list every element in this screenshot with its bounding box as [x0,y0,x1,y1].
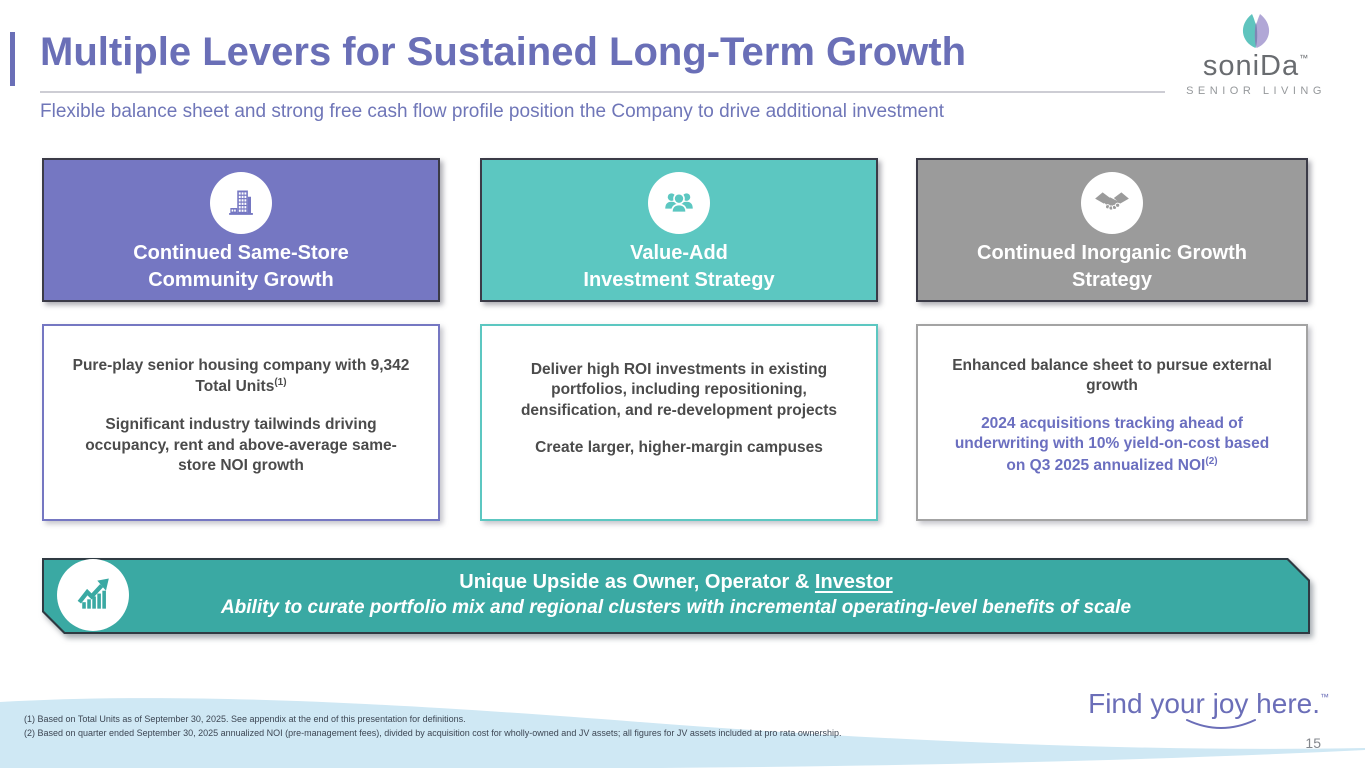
tagline-text: Find your joy here. [1088,688,1320,719]
icon-circle [648,172,710,234]
banner-line1-text: Unique Upside as Owner, Operator & [459,571,815,593]
header-line2: Strategy [1071,269,1153,291]
page-number: 15 [1305,735,1321,751]
body-text: 2024 acquisitions tracking ahead of unde… [954,414,1270,474]
logo-brand-text: soniDa [1202,50,1300,82]
page-title: Multiple Levers for Sustained Long-Term … [40,30,966,74]
footnote-line: (1) Based on Total Units as of September… [24,714,466,724]
footnotes: (1) Based on Total Units as of September… [24,713,841,740]
header-label: Continued Same-Store Community Growth [44,240,438,294]
body-text: Pure-play senior housing company with 9,… [72,357,410,396]
header-card-value-add: Value-Add Investment Strategy [480,158,878,302]
logo-wordmark: soniDa™ [1181,52,1331,81]
growth-chart-icon [77,578,109,609]
header-card-same-store: Continued Same-Store Community Growth [42,158,440,302]
banner-line2: Ability to curate portfolio mix and regi… [220,597,1132,618]
footer-wave-graphic [0,698,1365,768]
body-paragraph: Create larger, higher-margin campuses [535,439,823,457]
header-line2: Community Growth [148,269,334,291]
summary-banner: Unique Upside as Owner, Operator & Inves… [42,558,1310,634]
header-line1: Value-Add [630,242,728,264]
building-icon [229,190,253,215]
footnote-line: (2) Based on quarter ended September 30,… [24,727,842,738]
banner-line1-underlined: Investor [814,571,893,593]
icon-circle [1081,172,1143,234]
body-paragraph: Deliver high ROI investments in existing… [520,361,838,419]
header-label: Continued Inorganic Growth Strategy [918,240,1306,294]
body-paragraph-highlight: 2024 acquisitions tracking ahead of unde… [944,414,1280,477]
logo-subtext: SENIOR LIVING [1186,85,1326,97]
people-icon [665,192,693,214]
header-card-inorganic-growth: Continued Inorganic Growth Strategy [916,158,1308,302]
footnote-ref: (1) [274,377,287,389]
header-line2: Investment Strategy [583,269,775,291]
brand-tagline: Find your joy here.™ [1088,688,1329,729]
body-paragraph: Enhanced balance sheet to pursue externa… [952,357,1272,395]
logo-trademark: ™ [1299,53,1310,63]
handshake-icon [1095,192,1129,211]
page-subtitle: Flexible balance sheet and strong free c… [40,101,945,122]
footnote-ref: (2) [1205,455,1218,467]
title-accent-bar [10,32,15,86]
banner-content: Unique Upside as Owner, Operator & Inves… [44,560,1308,632]
header-line1: Continued Same-Store [133,242,349,264]
icon-circle [210,172,272,234]
header-label: Value-Add Investment Strategy [482,240,876,294]
icon-circle [57,559,129,631]
lotus-leaf-icon [1242,14,1270,48]
tagline-trademark: ™ [1320,692,1329,702]
title-divider [40,91,1165,93]
body-card-value-add: Deliver high ROI investments in existing… [480,324,878,521]
body-card-same-store: Pure-play senior housing company with 9,… [42,324,440,521]
body-card-inorganic-growth: Enhanced balance sheet to pursue externa… [916,324,1308,521]
banner-line1: Unique Upside as Owner, Operator & Inves… [44,569,1308,595]
brand-logo: soniDa™ SENIOR LIVING [1181,12,1331,97]
header-line1: Continued Inorganic Growth [977,242,1247,264]
smile-curve-icon [1186,719,1257,729]
body-paragraph: Pure-play senior housing company with 9,… [70,356,412,398]
body-paragraph: Significant industry tailwinds driving o… [85,416,397,474]
